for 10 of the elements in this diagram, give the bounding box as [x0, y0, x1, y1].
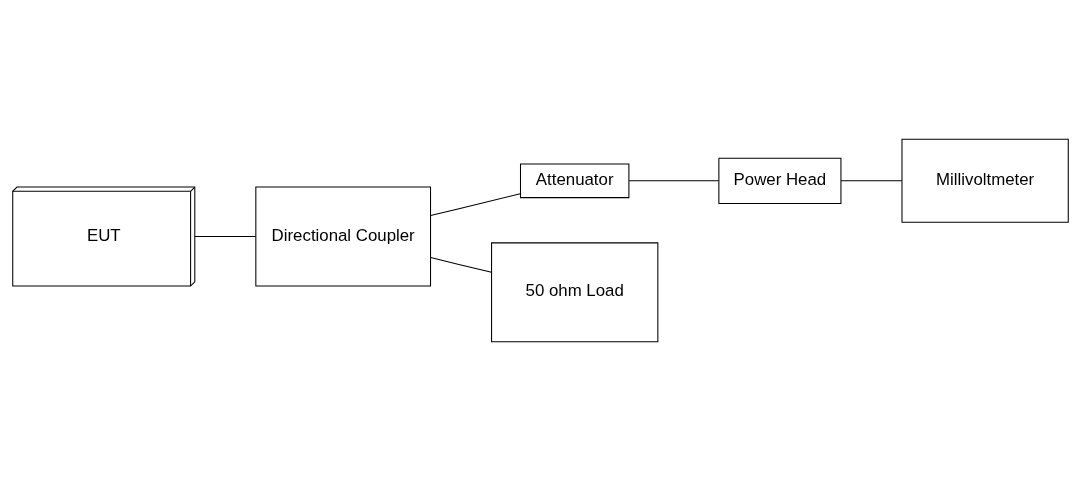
connector: [430, 192, 521, 216]
node-box: 50 ohm Load: [491, 241, 659, 342]
node-box: Attenuator: [519, 162, 630, 198]
connector: [430, 256, 492, 273]
node-box: Power Head: [718, 157, 842, 204]
connector: [628, 179, 720, 181]
connector: [194, 235, 257, 237]
node-box: Millivoltmeter: [901, 138, 1069, 223]
node-box: Directional Coupler: [255, 186, 432, 287]
connector: [840, 179, 903, 181]
